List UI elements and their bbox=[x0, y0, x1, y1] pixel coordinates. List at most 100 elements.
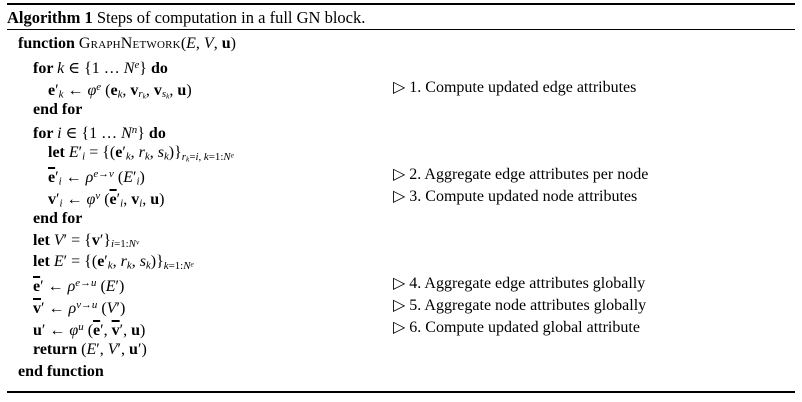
math-token: k bbox=[186, 154, 190, 164]
code-text: for i ∈ {1 … Nn} do bbox=[33, 124, 166, 143]
code-line: e′ ← ρe→u (E′)▷ 4. Aggregate edge attrib… bbox=[0, 273, 802, 295]
math-token: e bbox=[75, 277, 81, 290]
math-token: e→u bbox=[75, 277, 96, 289]
code-text: e′k ← φe (ek, vrk, vsk, u) bbox=[48, 81, 192, 101]
math-token: ( bbox=[96, 278, 106, 296]
math-token: function bbox=[18, 35, 79, 52]
math-token: e bbox=[231, 150, 234, 159]
math-token: u bbox=[33, 321, 42, 339]
math-token: do bbox=[148, 125, 166, 143]
math-token: e bbox=[48, 169, 55, 186]
math-token: v bbox=[95, 189, 101, 202]
math-token: e→v bbox=[93, 168, 114, 180]
math-token: ′ ← bbox=[41, 300, 69, 318]
math-token: ∈ {1 … bbox=[61, 125, 122, 143]
math-token: k bbox=[125, 150, 131, 163]
math-token: φ bbox=[69, 321, 79, 339]
math-token: for bbox=[33, 125, 58, 143]
math-token: GraphNetwork bbox=[78, 35, 181, 52]
math-token: u bbox=[78, 321, 83, 333]
code-text: for k ∈ {1 … Ne} do bbox=[33, 59, 168, 77]
math-token: k bbox=[166, 91, 170, 101]
math-token: ′ bbox=[122, 144, 126, 162]
math-token: φ bbox=[86, 190, 96, 208]
math-token: i bbox=[59, 176, 62, 188]
code-text: function GraphNetwork(E, V, u) bbox=[18, 35, 236, 52]
code-text: e′i ← ρe→v (E′i) bbox=[48, 168, 145, 188]
math-token: , bbox=[123, 190, 132, 208]
math-token: v bbox=[33, 300, 41, 318]
math-token: r bbox=[120, 253, 127, 271]
math-token: r bbox=[181, 150, 187, 163]
math-token: ρ bbox=[67, 278, 76, 296]
math-token: u bbox=[177, 81, 187, 99]
top-rule bbox=[7, 3, 795, 5]
math-token: k bbox=[127, 260, 132, 272]
math-token: → bbox=[98, 168, 110, 181]
math-token: ) bbox=[159, 190, 165, 208]
math-token: r bbox=[138, 144, 145, 162]
math-token: , bbox=[131, 253, 140, 271]
code-line: v′ ← ρv→u (V′)▷ 5. Aggregate node attrib… bbox=[0, 295, 802, 317]
math-token: i bbox=[195, 150, 199, 163]
math-token: let bbox=[48, 144, 69, 162]
math-token: v bbox=[111, 321, 120, 339]
math-token: v bbox=[33, 300, 41, 317]
math-token: → bbox=[80, 277, 91, 290]
math-token: ← bbox=[61, 168, 86, 186]
math-token: k bbox=[108, 260, 113, 272]
math-token: ) bbox=[230, 35, 236, 52]
math-token: φ bbox=[87, 81, 97, 99]
math-token: ′} bbox=[99, 231, 112, 249]
math-token: k bbox=[166, 92, 169, 101]
math-token: )} bbox=[150, 253, 164, 271]
code-text: let E′i = {(e′k, rk, sk)}rk=i, k=1:Ne bbox=[48, 144, 234, 164]
math-token: v bbox=[153, 81, 162, 99]
math-token: , bbox=[169, 81, 178, 99]
code-line: v′i ← φv (e′i, vi, u)▷ 3. Compute update… bbox=[0, 186, 802, 210]
math-token: ′, bbox=[117, 340, 130, 358]
comment: ▷ 1. Compute updated edge attributes bbox=[393, 78, 637, 96]
math-token: E bbox=[186, 35, 196, 52]
math-token: sk bbox=[162, 88, 170, 100]
math-token: e bbox=[96, 81, 101, 93]
comment: ▷ 5. Aggregate node attributes globally bbox=[393, 297, 647, 315]
math-token: ′ bbox=[78, 144, 83, 162]
math-token: ∈ {1 … bbox=[64, 59, 124, 77]
math-token: return bbox=[33, 340, 82, 358]
math-token: k bbox=[146, 260, 151, 272]
math-token: v bbox=[136, 238, 139, 247]
code-text: let V′ = {v′}i=1:Nv bbox=[33, 231, 139, 251]
math-token: v→u bbox=[76, 299, 97, 311]
math-token: ) bbox=[140, 321, 146, 339]
math-token: ← bbox=[63, 81, 88, 99]
code-line: u′ ← φu (e′, v′, u)▷ 6. Compute updated … bbox=[0, 317, 802, 339]
mid-rule bbox=[7, 29, 795, 30]
math-token: v bbox=[48, 190, 56, 208]
math-token: rk=i, k=1:Ne bbox=[181, 150, 234, 164]
math-token: ′, bbox=[119, 321, 132, 339]
math-token: end function bbox=[18, 362, 104, 380]
math-token: ′ bbox=[55, 168, 59, 186]
math-token: ( bbox=[101, 81, 111, 99]
math-token: ′) bbox=[115, 278, 125, 296]
math-token: i bbox=[136, 176, 139, 188]
code-text: let E′ = {(e′k, rk, sk)}k=1:Ne bbox=[33, 253, 194, 272]
math-token: u bbox=[221, 35, 231, 52]
math-token: =1: bbox=[114, 238, 129, 251]
math-token: e bbox=[134, 59, 139, 71]
math-token: ( bbox=[100, 190, 110, 208]
math-token: i bbox=[136, 175, 140, 188]
math-token: s bbox=[139, 253, 146, 271]
math-token: v bbox=[131, 190, 140, 208]
math-token: , bbox=[149, 144, 158, 162]
math-token: E bbox=[68, 144, 79, 162]
comment: ▷ 3. Compute updated node attributes bbox=[393, 187, 638, 205]
math-token: v bbox=[95, 190, 100, 202]
math-token: n bbox=[131, 124, 138, 137]
math-token: → bbox=[81, 299, 92, 312]
math-token: N bbox=[121, 125, 132, 143]
math-token: i bbox=[120, 197, 124, 210]
math-token: =1: bbox=[208, 150, 224, 163]
